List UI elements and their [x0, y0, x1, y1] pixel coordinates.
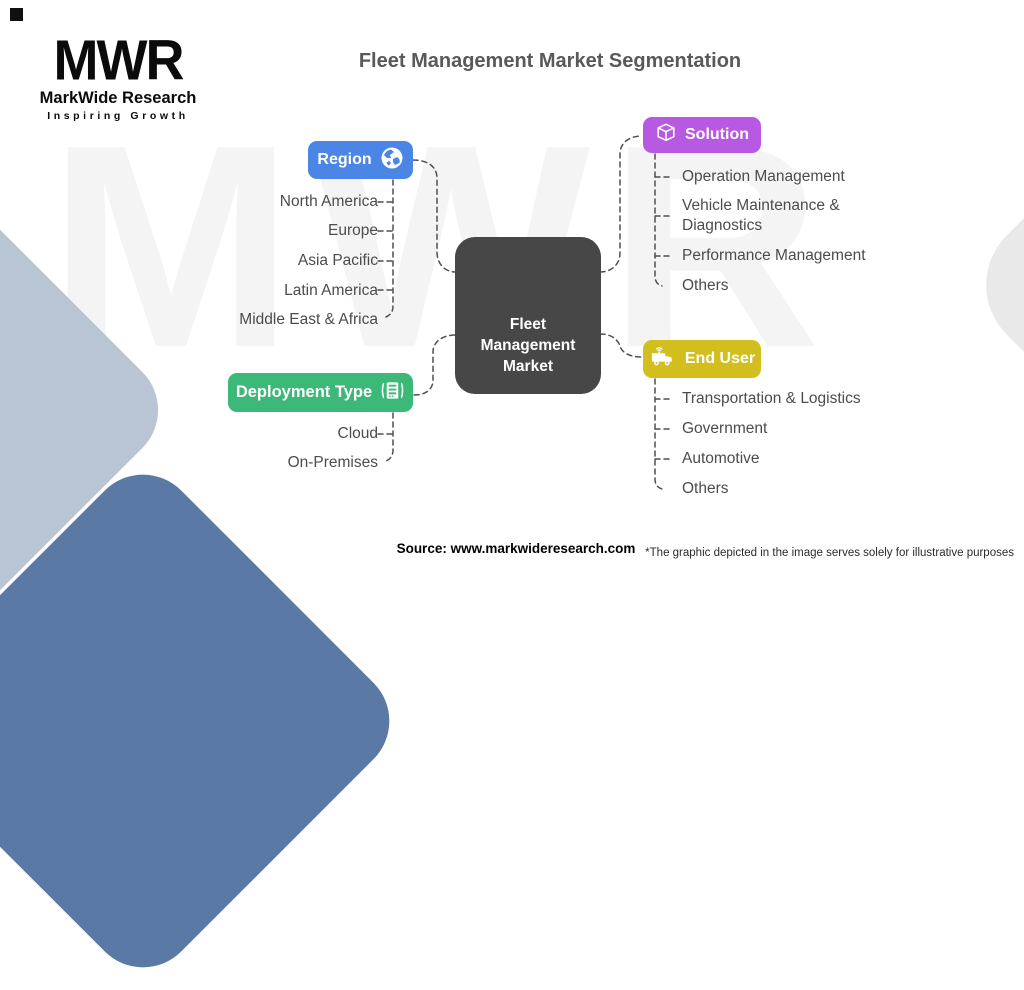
connected-van-icon — [649, 345, 677, 374]
connector-deployment-center — [413, 334, 457, 396]
connector-center-solution — [599, 135, 643, 273]
end-user-node: End User — [643, 340, 761, 378]
deployment-type-node: Deployment Type — [228, 373, 413, 412]
region-item: North America — [279, 193, 378, 210]
disclaimer-text: *The graphic depicted in the image serve… — [645, 547, 1014, 559]
page-title: Fleet Management Market Segmentation — [358, 50, 742, 72]
region-item: Middle East & Africa — [239, 311, 378, 328]
connector-region-items — [385, 179, 394, 318]
solution-item: Performance Management — [682, 247, 866, 264]
connector-center-enduser — [599, 333, 643, 358]
connector-deployment-items — [385, 412, 394, 462]
cube-icon — [655, 122, 677, 149]
server-icon — [380, 379, 405, 407]
region-item: Latin America — [284, 282, 378, 299]
corner-accent-square — [10, 8, 23, 21]
region-node-label: Region — [317, 151, 372, 168]
center-node-label: Management — [480, 337, 576, 354]
globe-icon — [380, 146, 404, 175]
end-user-item: Others — [682, 480, 729, 497]
source-text: Source: www.markwideresearch.com — [396, 541, 636, 556]
region-item: Europe — [328, 222, 378, 239]
center-node-fleet-management-market: Fleet Management Market — [455, 237, 601, 394]
logo-acronym: MWR — [53, 29, 185, 93]
solution-node-label: Solution — [685, 126, 749, 143]
deployment-node-label: Deployment Type — [235, 383, 373, 401]
markwide-logo: MWR MarkWide Research Inspiring Growth — [28, 29, 208, 122]
deployment-item: On-Premises — [287, 454, 378, 471]
end-user-item: Automotive — [682, 450, 760, 467]
logo-name: MarkWide Research — [39, 89, 197, 107]
solution-item: Others — [682, 277, 729, 294]
center-node-label: Market — [503, 358, 553, 375]
solution-item: Vehicle Maintenance & Diagnostics — [682, 197, 840, 234]
connector-solution-items — [654, 153, 663, 287]
connector-enduser-items — [654, 378, 663, 490]
region-item: Asia Pacific — [297, 252, 378, 269]
region-node: Region — [308, 141, 413, 179]
solution-item: Operation Management — [682, 168, 845, 185]
end-user-item: Transportation & Logistics — [682, 390, 861, 407]
end-user-item: Government — [682, 420, 768, 437]
center-node-label: Fleet — [509, 316, 547, 333]
end-user-node-label: End User — [684, 350, 756, 367]
deployment-item: Cloud — [337, 425, 379, 442]
connector-region-center — [412, 159, 457, 273]
connector-lines — [377, 135, 673, 490]
logo-tagline: Inspiring Growth — [47, 110, 189, 122]
solution-node: Solution — [643, 117, 761, 153]
